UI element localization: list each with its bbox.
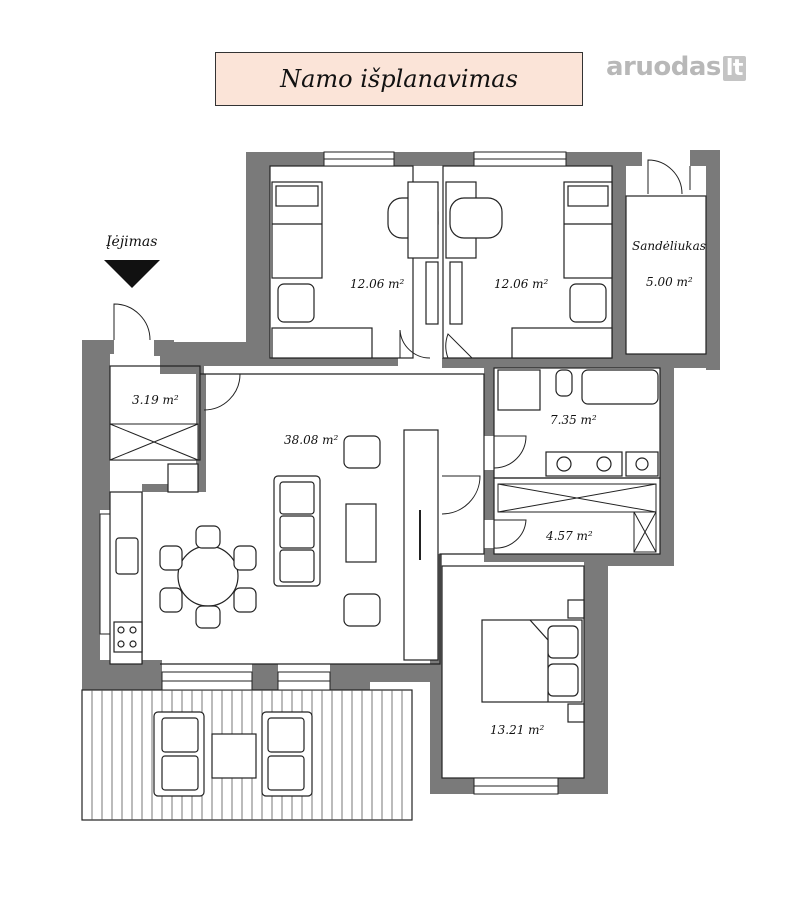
room-area-bedroom-middle: 12.06 m²	[494, 277, 549, 291]
room-area-living: 38.08 m²	[284, 433, 339, 447]
doors	[113, 159, 691, 549]
bathroom-fixtures	[497, 369, 659, 477]
room-area-bathroom: 7.35 m²	[550, 413, 597, 427]
room-name-storage: Sandėliukas	[632, 239, 706, 253]
entrance-label: Įėjimas	[106, 234, 157, 250]
hall-closet	[109, 423, 199, 461]
terrace-furniture	[153, 711, 313, 797]
laundry-closet	[497, 483, 657, 553]
room-area-bedroom-left: 12.06 m²	[350, 277, 405, 291]
room-area-laundry: 4.57 m²	[545, 529, 593, 543]
room-area-storage: 5.00 m²	[646, 275, 693, 289]
main-bed	[481, 599, 585, 723]
living-furniture	[273, 429, 439, 661]
bedroom-furniture	[271, 181, 613, 359]
plan-title: Namo išplanavimas	[280, 65, 518, 93]
kitchen	[109, 463, 199, 665]
windows	[99, 151, 567, 795]
plan-title-box: Namo išplanavimas	[215, 52, 583, 106]
logo-tld: lt	[722, 56, 746, 81]
room-area-hall: 3.19 m²	[132, 393, 179, 407]
logo-name: aruodas	[606, 52, 721, 82]
entrance-arrow-icon	[104, 260, 160, 288]
dining-set	[159, 525, 257, 629]
walls	[82, 150, 720, 794]
room-area-main-bedroom: 13.21 m²	[490, 723, 545, 737]
